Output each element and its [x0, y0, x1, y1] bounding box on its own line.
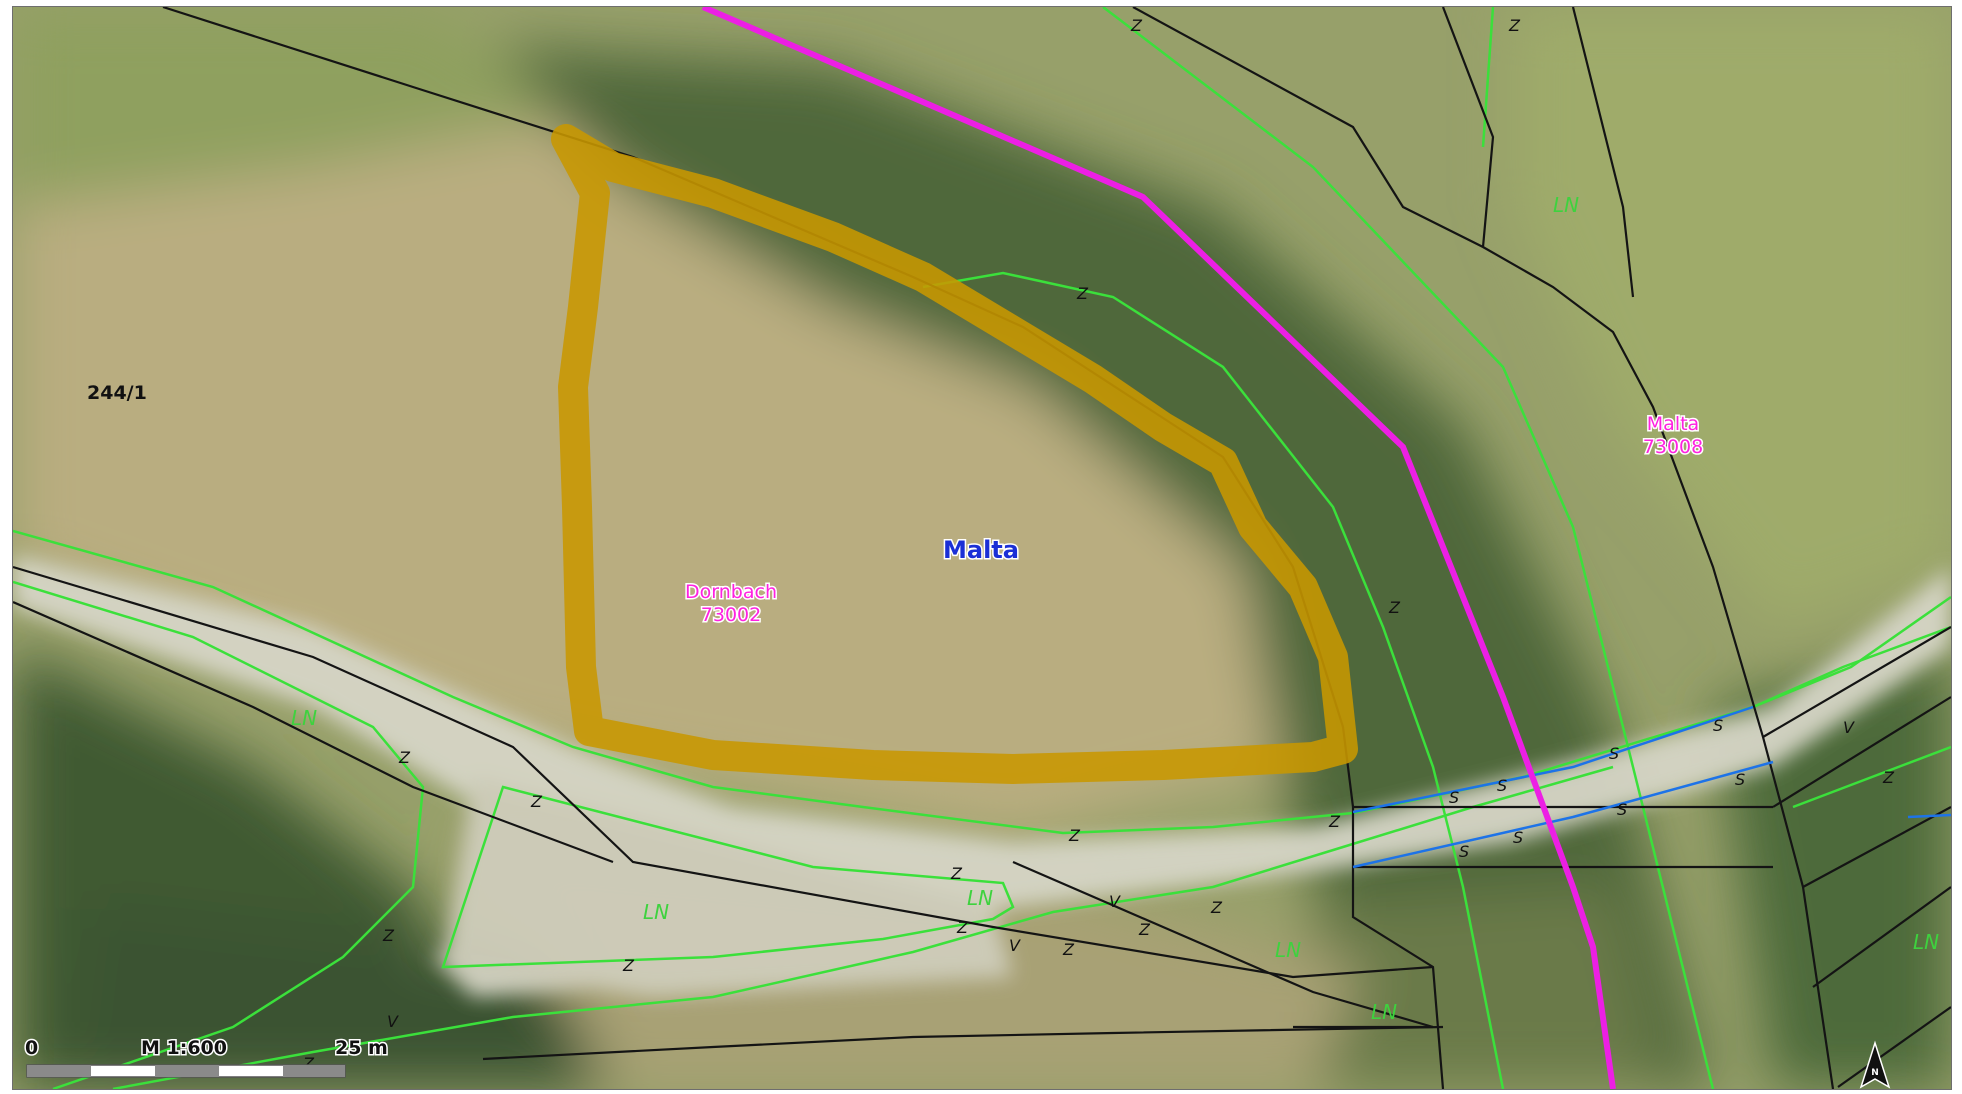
- scale-end-label: 25 m: [335, 1037, 388, 1059]
- line-marker-v: V: [1843, 718, 1855, 737]
- municipal-boundary: [701, 7, 1616, 1089]
- landuse-label: LN: [643, 900, 669, 924]
- line-marker-s: S: [1449, 788, 1459, 807]
- line-marker-z: Z: [530, 792, 543, 811]
- cadastral-code-malta: 73008: [1643, 436, 1703, 458]
- line-marker-s: S: [1609, 744, 1619, 763]
- line-marker-z: Z: [950, 864, 963, 883]
- landuse-label: LN: [1371, 1000, 1397, 1024]
- line-marker-z: Z: [622, 956, 635, 975]
- line-marker-z: Z: [1076, 284, 1089, 303]
- line-marker-v: V: [387, 1012, 399, 1031]
- line-marker-s: S: [1617, 800, 1627, 819]
- line-marker-z: Z: [1068, 826, 1081, 845]
- scale-bar: 0 M 1:600 25 m: [24, 1036, 389, 1078]
- aerial-imagery: [13, 7, 1951, 1089]
- landuse-label: LN: [1275, 938, 1301, 962]
- landuse-label: LN: [1913, 930, 1939, 954]
- line-marker-s: S: [1497, 776, 1507, 795]
- line-marker-z: Z: [1508, 16, 1521, 35]
- line-marker-v: V: [1009, 936, 1021, 955]
- line-marker-s: S: [1713, 716, 1723, 735]
- scale-start-label: 0: [25, 1037, 38, 1059]
- line-marker-z: Z: [1138, 920, 1151, 939]
- north-arrow-letter: N: [1871, 1068, 1879, 1078]
- line-marker-z: Z: [382, 926, 395, 945]
- cadastral-name-malta: Malta: [1647, 413, 1699, 435]
- line-marker-z: Z: [398, 748, 411, 767]
- line-marker-z: Z: [1388, 598, 1401, 617]
- highlighted-area-outline[interactable]: [551, 124, 1358, 784]
- line-marker-s: S: [1735, 770, 1745, 789]
- line-marker-v: V: [1109, 892, 1121, 911]
- line-marker-z: Z: [1882, 768, 1895, 787]
- cadastral-code-dornbach: 73002: [701, 604, 761, 626]
- line-marker-z: Z: [956, 918, 969, 937]
- landuse-label: LN: [1553, 193, 1579, 217]
- place-name-malta: Malta: [943, 536, 1019, 564]
- line-marker-z: Z: [1328, 812, 1341, 831]
- north-arrow: N: [1859, 1040, 1891, 1089]
- cadastral-name-dornbach: Dornbach: [685, 581, 777, 603]
- landuse-label: LN: [967, 886, 993, 910]
- line-marker-z: Z: [1210, 898, 1223, 917]
- line-marker-s: S: [1459, 842, 1469, 861]
- line-marker-z: Z: [1130, 16, 1143, 35]
- scale-ratio-label: M 1:600: [141, 1037, 227, 1059]
- stream-lines: [1352, 705, 1951, 869]
- map-canvas[interactable]: 244/1 Dornbach 73002 Malta 73008 Malta L…: [13, 7, 1951, 1089]
- landuse-label: LN: [291, 706, 317, 730]
- line-marker-z: Z: [1062, 940, 1075, 959]
- parcel-number-label: 244/1: [87, 382, 147, 404]
- map-view[interactable]: 244/1 Dornbach 73002 Malta 73008 Malta L…: [12, 6, 1952, 1090]
- line-marker-s: S: [1513, 828, 1523, 847]
